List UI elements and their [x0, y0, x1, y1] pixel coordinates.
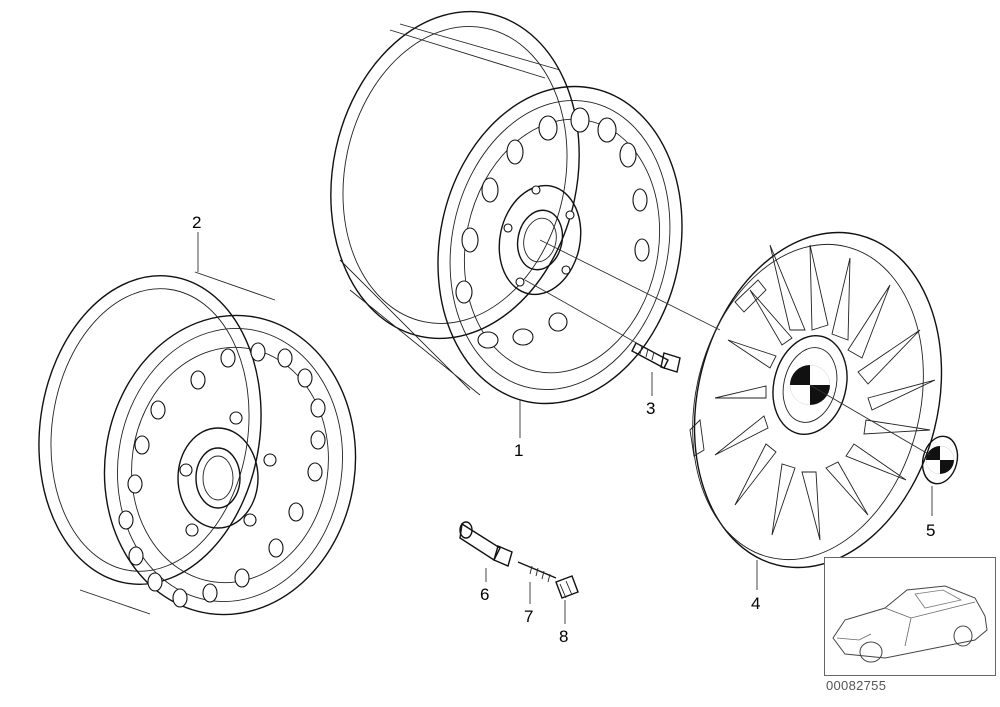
valve-stem-part-6 — [459, 521, 513, 567]
callout-1: 1 — [514, 441, 524, 460]
callout-2: 2 — [192, 213, 202, 232]
callout-7: 7 — [524, 607, 534, 626]
callout-4: 4 — [751, 594, 761, 613]
valve-cap-part-8 — [555, 575, 579, 599]
valve-core-part-7 — [517, 561, 557, 583]
steel-wheel-part-2 — [38, 271, 357, 616]
vehicle-thumbnail — [824, 557, 996, 676]
emblem-part-5 — [921, 435, 959, 485]
hub-cap-part-4 — [689, 231, 943, 569]
callout-8: 8 — [559, 627, 569, 646]
catalog-number: 00082755 — [826, 678, 887, 693]
steel-wheel-part-1 — [330, 10, 683, 405]
car-sedan-icon — [832, 585, 988, 663]
wheel-bolt-part-3 — [631, 342, 681, 373]
callout-3: 3 — [646, 399, 656, 418]
leader-lines — [197, 232, 933, 624]
callout-5: 5 — [926, 521, 936, 540]
callout-6: 6 — [480, 585, 490, 604]
